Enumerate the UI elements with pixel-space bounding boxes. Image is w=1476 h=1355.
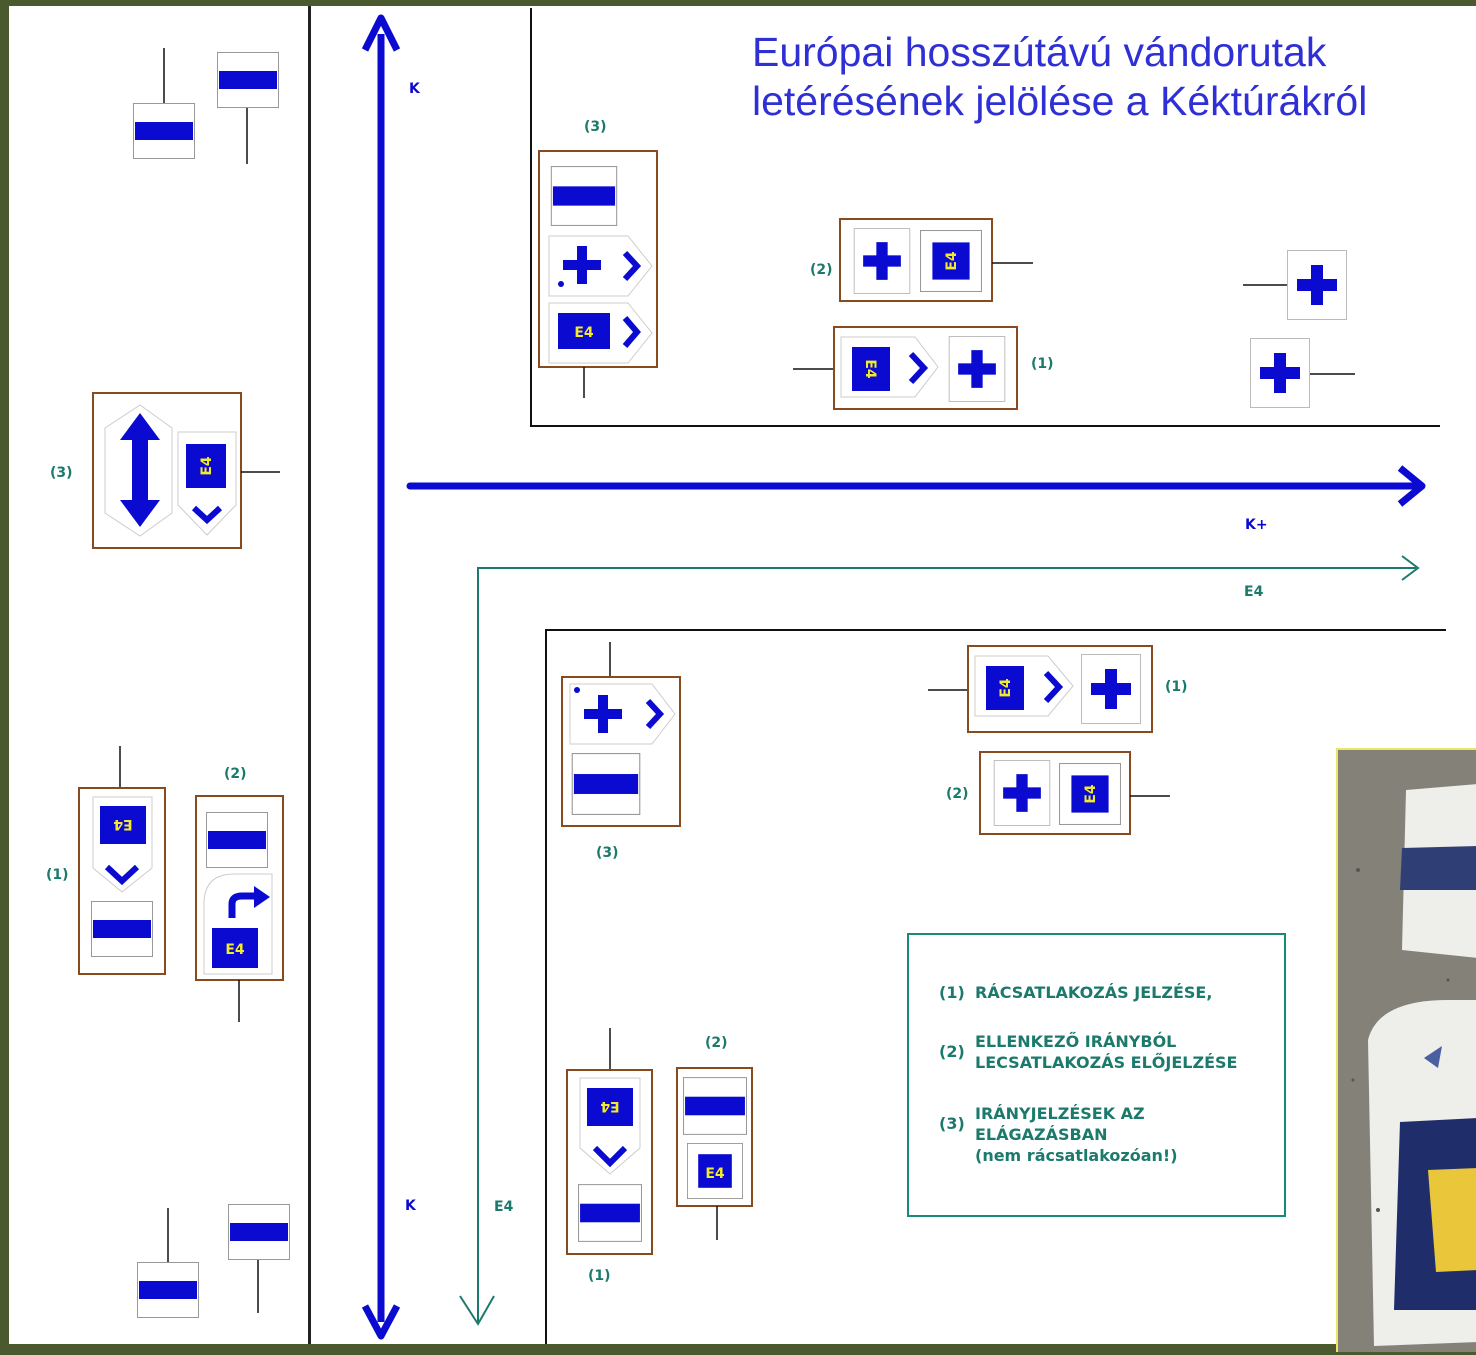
e4-sign-text: E4 — [225, 942, 245, 958]
left-group-2 — [195, 795, 284, 1022]
left-top-stripe-signs — [133, 48, 279, 164]
k-label-top: K — [409, 81, 421, 97]
title-line-1: Európai hosszútávú vándorutak — [752, 29, 1327, 75]
e4-label-horizontal: E4 — [1244, 584, 1264, 600]
top-group-2 — [839, 218, 1033, 302]
left-group-1 — [78, 746, 166, 975]
bot-group-2 — [676, 1067, 753, 1240]
bot-group-1-label: (1) — [588, 1268, 611, 1284]
k-plus-route-arrow — [406, 465, 1426, 507]
e4-route-arrow — [459, 555, 1420, 1326]
mid-group-1 — [928, 645, 1153, 733]
k-plus-label: K+ — [1245, 517, 1268, 533]
legend-item-3-num: (3) — [939, 1114, 965, 1133]
trail-marker-photo-svg — [1338, 750, 1476, 1352]
top-right-cross-signs — [1243, 250, 1355, 408]
left-panel — [9, 6, 308, 1344]
e4-sign-text-rotated: E4 — [862, 359, 878, 379]
legend-box: (1) RÁCSATLAKOZÁS JELZÉSE, (2) ELLENKEZŐ I… — [907, 933, 1286, 1217]
k-route-arrow — [361, 14, 401, 1340]
mid-group-2-label: (2) — [946, 786, 969, 802]
legend-item-2-text: ELLENKEZŐ IRÁNYBÓL LECSATLAKOZÁS ELŐJELZ… — [975, 1032, 1238, 1072]
diagram-title: Európai hosszútávú vándorutak letéréséne… — [752, 28, 1472, 126]
top-group-3-label: (3) — [584, 119, 607, 135]
top-group-1 — [793, 326, 1018, 410]
mid-group-1-label: (1) — [1165, 679, 1188, 695]
e4-sign-text-rotated: E4 — [199, 456, 215, 476]
mid-group-3 — [561, 642, 681, 827]
e4-sign-text-rotated: E4 — [944, 251, 960, 271]
legend-item-2: (2) ELLENKEZŐ IRÁNYBÓL LECSATLAKOZÁS ELŐJ… — [939, 1031, 1237, 1073]
mid-group-2 — [979, 751, 1170, 835]
k-label-bottom: K — [405, 1198, 417, 1214]
title-line-2: letérésének jelölése a Kéktúrákról — [752, 78, 1368, 124]
e4-sign-text: E4 — [574, 325, 594, 341]
legend-item-2-num: (2) — [939, 1042, 965, 1061]
legend-item-1: (1) RÁCSATLAKOZÁS JELZÉSE, — [939, 982, 1212, 1003]
legend-item-3-text: IRÁNYJELZÉSEK AZ ELÁGAZÁSBAN (nem rácsat… — [975, 1104, 1178, 1165]
mid-group-3-label: (3) — [596, 845, 619, 861]
left-group-2-label: (2) — [224, 766, 247, 782]
legend-item-1-num: (1) — [939, 983, 965, 1002]
lower-junction-corner — [545, 629, 1446, 1344]
left-bottom-stripe-signs — [137, 1204, 290, 1318]
legend-item-3: (3) IRÁNYJELZÉSEK AZ ELÁGAZÁSBAN (nem rác… — [939, 1103, 1178, 1166]
e4-sign-text: E4 — [705, 1166, 725, 1182]
upper-junction-corner — [530, 8, 1440, 427]
left-group-1-label: (1) — [46, 867, 69, 883]
e4-label-vertical: E4 — [494, 1199, 514, 1215]
top-group-1-label: (1) — [1031, 356, 1054, 372]
left-group-3 — [92, 392, 280, 549]
left-group-3-label: (3) — [50, 465, 73, 481]
legend-item-1-text: RÁCSATLAKOZÁS JELZÉSE, — [975, 983, 1213, 1002]
e4-sign-text-inverted: E4 — [113, 816, 133, 832]
top-group-2-label: (2) — [810, 262, 833, 278]
top-group-3 — [538, 150, 658, 398]
bot-group-1 — [566, 1028, 653, 1255]
right-panel — [311, 6, 1476, 1344]
e4-sign-text-inverted: E4 — [600, 1098, 620, 1114]
bot-group-2-label: (2) — [705, 1035, 728, 1051]
trail-marker-photo — [1336, 748, 1476, 1352]
e4-sign-text-rotated: E4 — [998, 678, 1014, 698]
e4-sign-text-rotated: E4 — [1083, 784, 1099, 804]
